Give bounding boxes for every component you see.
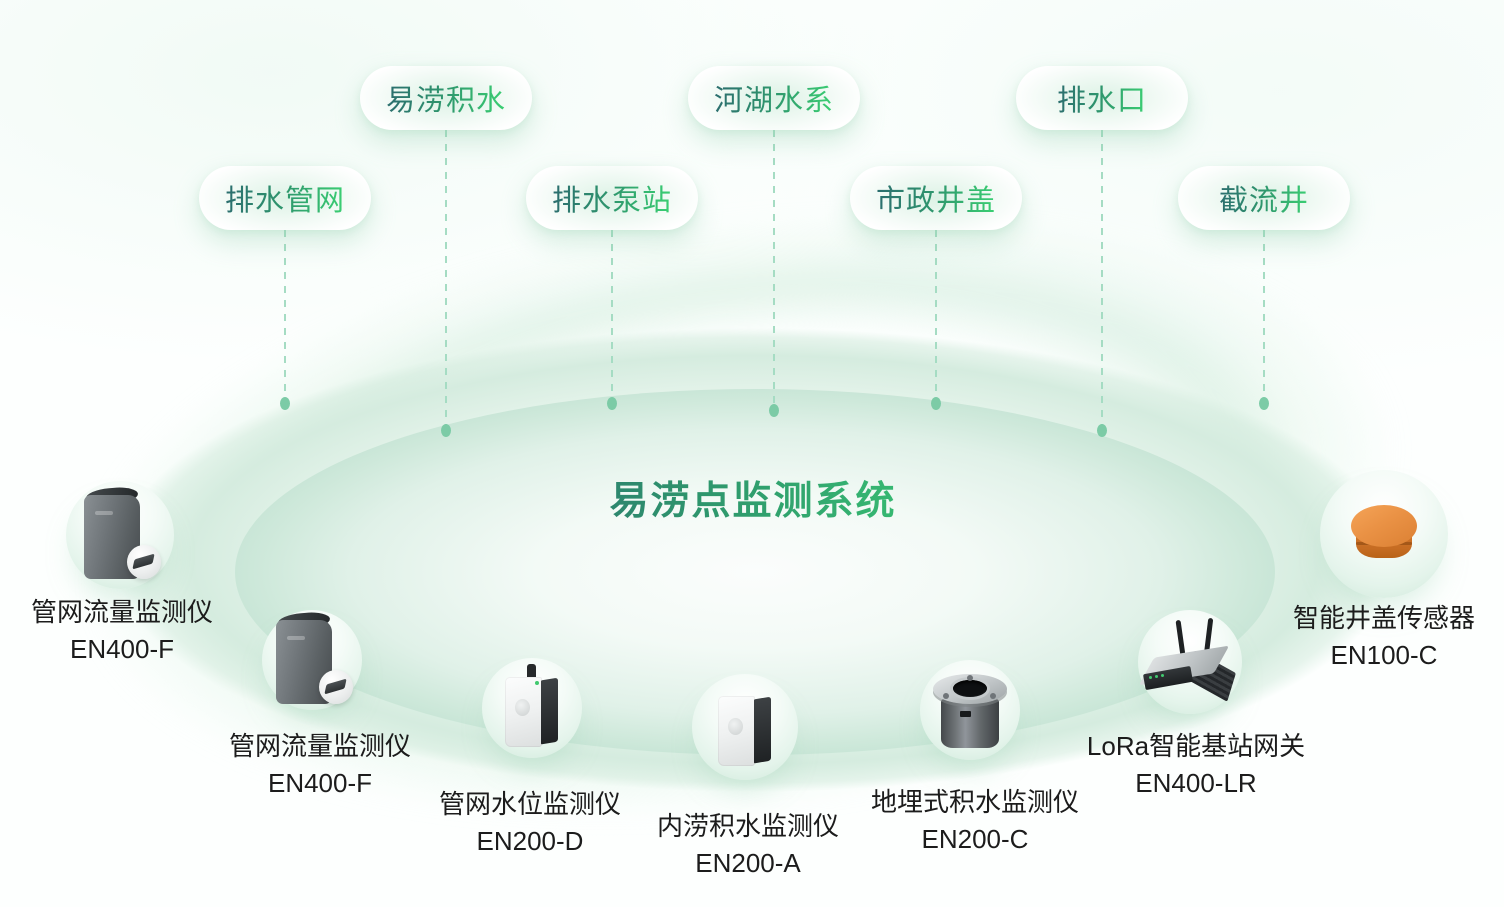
icon-part [319,670,353,704]
icon-part [324,678,347,695]
tag-label: 易涝积水 [386,77,506,119]
device-name: 内涝积水监测仪 [656,811,840,841]
tag-pill-river-lake-systems: 河湖水系 [662,50,886,146]
icon-part [535,681,539,685]
tag-pill-drain-outlet: 排水口 [990,50,1214,146]
tag-label: 截流井 [1219,177,1309,219]
device-label: 内涝积水监测仪 EN200-A [657,808,839,882]
connector-line [769,130,779,417]
device-label: 管网流量监测仪 EN400-F [31,594,213,668]
connector-line [280,230,290,410]
tag-label: 排水泵站 [552,177,672,219]
device-label: 智能井盖传感器 EN100-C [1293,600,1475,674]
device-model: EN200-D [476,826,584,856]
device-model: EN400-F [267,768,373,798]
icon-part [1351,505,1417,547]
connector-dot [1097,424,1107,437]
icon-part [1161,674,1164,677]
device-model: EN200-A [695,848,801,878]
connector-line [1097,130,1107,437]
icon-part [728,718,743,735]
device-orb-buried-water-monitor [920,660,1020,760]
device-label: 管网水位监测仪 EN200-D [439,786,621,860]
waterlogging-monitor-icon [713,683,777,771]
pipe-flow-monitor-icon [79,485,161,585]
connector-dot [1259,397,1269,410]
icon-part [527,664,536,679]
icon-part [515,699,530,716]
icon-part [941,699,999,748]
pipe-water-level-monitor-icon [500,664,564,752]
device-orb-lora-gateway [1138,610,1242,714]
icon-part [1175,619,1186,657]
pipe-flow-monitor-icon [271,610,353,710]
tag-label: 排水口 [1057,77,1147,119]
connector-line [1259,230,1269,410]
connector-dot [931,397,941,410]
icon-part [1155,675,1158,678]
icon-part [1149,676,1152,679]
lora-gateway-icon [1138,617,1240,707]
device-orb-pipe-flow-monitor-2 [262,610,362,710]
icon-part [754,696,771,764]
icon-part [953,680,987,697]
device-label: LoRa智能基站网关 EN400-LR [1087,728,1305,802]
device-model: EN400-LR [1135,768,1257,798]
device-name: 智能井盖传感器 [1292,603,1476,633]
device-name: 管网流量监测仪 [30,597,214,627]
connector-dot [441,424,451,437]
device-name: LoRa智能基站网关 [1086,731,1306,761]
connector-dot [280,397,290,410]
device-model: EN200-C [921,824,1029,854]
device-name: 管网水位监测仪 [438,789,622,819]
buried-water-monitor-icon [930,667,1010,753]
tag-pill-interception-well: 截流井 [1152,150,1376,246]
tag-pill-municipal-manhole-cover: 市政井盖 [824,150,1048,246]
tag-label: 河湖水系 [714,77,834,119]
tag-pill-flood-prone-water: 易涝积水 [334,50,558,146]
device-model: EN100-C [1330,640,1438,670]
device-orb-pipe-flow-monitor-1 [66,481,174,589]
device-orb-pipe-water-level-monitor [482,658,582,758]
connector-dot [769,404,779,417]
manhole-cover-sensor-icon [1348,505,1420,563]
tag-label: 市政井盖 [876,177,996,219]
icon-part [95,511,113,515]
device-model: EN400-F [69,634,175,664]
device-label: 地埋式积水监测仪 EN200-C [871,784,1079,858]
diagram-title: 易涝点监测系统 [453,470,1053,526]
tag-pill-drainage-pump-station: 排水泵站 [500,150,724,246]
icon-part [127,545,161,579]
icon-part [967,675,973,681]
device-name: 地埋式积水监测仪 [870,787,1080,817]
tag-pill-drainage-pipe-network: 排水管网 [173,150,397,246]
device-label: 管网流量监测仪 EN400-F [229,728,411,802]
icon-part [287,636,305,640]
device-name: 管网流量监测仪 [228,731,412,761]
connector-line [607,230,617,410]
device-orb-waterlogging-monitor [692,674,798,780]
connector-line [931,230,941,410]
connector-line [441,130,451,437]
icon-part [132,553,155,570]
icon-part [960,711,971,717]
icon-part [541,677,558,745]
connector-dot [607,397,617,410]
icon-part [990,693,996,699]
device-orb-manhole-cover-sensor [1320,470,1448,598]
icon-part [943,693,949,699]
tag-label: 排水管网 [225,177,345,219]
